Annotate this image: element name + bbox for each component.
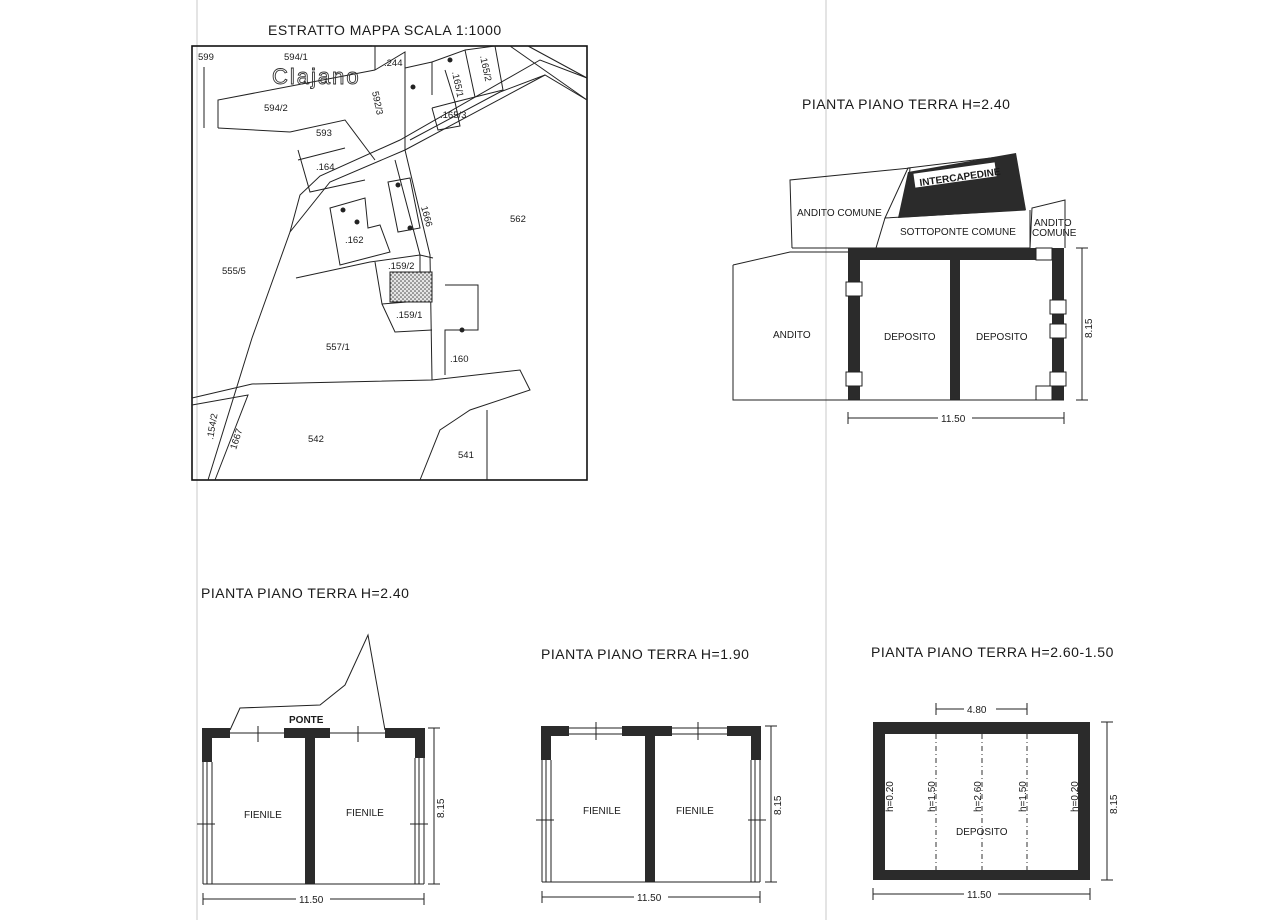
plan-top-openings: [845, 247, 1067, 401]
parcel-594-1: 594/1: [284, 52, 308, 63]
parcel-boundaries: [191, 45, 588, 481]
room-andito-comune-right-2: COMUNE: [1032, 228, 1077, 239]
plan-top-title: PIANTA PIANO TERRA H=2.40: [802, 96, 1010, 112]
height-h1: h=0.20: [885, 781, 896, 812]
parcel-159-1: .159/1: [396, 310, 422, 321]
plan-bm-wall-w: [541, 726, 551, 760]
parcel-562: 562: [510, 214, 526, 225]
parcel-162: .162: [345, 235, 364, 246]
parcel-555-5: 555/5: [222, 266, 246, 277]
plan-br-wall-s: [873, 870, 1090, 880]
cadastral-map: ESTRATTO MAPPA SCALA 1:1000: [191, 22, 588, 481]
parcel-154-2: .154/2: [205, 413, 220, 441]
room-deposito-2: DEPOSITO: [976, 332, 1028, 343]
plan-bm-dim-lines: [541, 725, 777, 903]
plan-bm-title: PIANTA PIANO TERRA H=1.90: [541, 646, 749, 662]
parcel-541: 541: [458, 450, 474, 461]
room-sottoponte-comune: SOTTOPONTE COMUNE: [900, 227, 1016, 238]
plan-bottom-middle: PIANTA PIANO TERRA H=1.90 FIENILE FIENIL…: [536, 646, 784, 904]
plan-bl-wall-nw: [202, 728, 230, 738]
parcel-244: .244: [384, 58, 403, 69]
plan-bm-wall-mid: [645, 736, 655, 882]
dim-bg: [296, 893, 330, 905]
plan-bm-wall-nm: [622, 726, 672, 736]
room-andito-comune-right-1: ANDITO: [1034, 218, 1072, 229]
room-andito-comune-left: ANDITO COMUNE: [797, 208, 882, 219]
parcel-165-1: .165/1: [449, 70, 465, 98]
parcel-542: 542: [308, 434, 324, 445]
room-deposito: DEPOSITO: [956, 827, 1008, 838]
plan-bl-wall-e: [415, 728, 425, 758]
room-ponte: PONTE: [289, 715, 324, 726]
plan-bl-wall-w: [202, 728, 212, 762]
dim-bg: [938, 412, 972, 424]
intercapedine-label-box: [913, 162, 997, 188]
plan-bl-dim-width: 11.50: [299, 895, 324, 906]
plan-bm-dim-depth: 8.15: [773, 795, 784, 815]
room-andito: ANDITO: [773, 330, 811, 341]
plan-top-dim-width: 11.50: [941, 414, 966, 425]
plan-bl-title: PIANTA PIANO TERRA H=2.40: [201, 585, 409, 601]
room-fienile-2: FIENILE: [346, 808, 384, 819]
dim-bg: [964, 888, 998, 900]
room-fienile-1: FIENILE: [583, 806, 621, 817]
parcel-160: .160: [450, 354, 469, 365]
plan-bm-wall-e: [751, 726, 761, 760]
plan-top-wall-mid: [950, 260, 960, 400]
parcel-599: 599: [198, 52, 214, 63]
height-h3: h=2.60: [973, 781, 984, 812]
plan-br-slope-lines: [935, 734, 1028, 870]
parcel-159-2: .159/2: [388, 261, 414, 272]
plan-bl-wall-ne: [385, 728, 425, 738]
plan-bm-wall-nw: [541, 726, 569, 736]
room-fienile-2: FIENILE: [676, 806, 714, 817]
plan-bottom-left: PIANTA PIANO TERRA H=2.40 PONTE FIENILE …: [197, 585, 447, 906]
plan-top-wall-north: [848, 248, 1060, 260]
plan-bl-wall-mid: [305, 738, 315, 884]
parcel-1666: 1666: [418, 205, 434, 228]
parcel-557-1: 557/1: [326, 342, 350, 353]
plan-br-wall-e: [1078, 722, 1090, 880]
plan-bm-outline: [536, 722, 766, 883]
height-h2: h=1.50: [927, 781, 938, 812]
room-deposito-1: DEPOSITO: [884, 332, 936, 343]
room-fienile-1: FIENILE: [244, 810, 282, 821]
parcel-165-2: .165/2: [477, 54, 493, 82]
parcel-1667: 1667: [228, 427, 245, 451]
plan-bl-dim-lines: [202, 727, 440, 905]
ponte-outline: [229, 633, 386, 731]
height-h4: h=1.50: [1018, 781, 1029, 812]
plan-bottom-right: PIANTA PIANO TERRA H=2.60-1.50 h=0.20 h=…: [871, 644, 1120, 901]
plan-bm-dim-width: 11.50: [637, 893, 662, 904]
dim-bg: [634, 891, 668, 903]
parcel-164: .164: [316, 162, 335, 173]
plan-top-right: PIANTA PIANO TERRA H=2.40: [732, 96, 1095, 425]
parcel-594-2: 594/2: [264, 103, 288, 114]
plan-br-dim-depth: 8.15: [1109, 794, 1120, 814]
cadastral-title: ESTRATTO MAPPA SCALA 1:1000: [268, 22, 502, 38]
plan-bm-wall-ne: [727, 726, 761, 736]
plan-bl-wall-nm: [284, 728, 330, 738]
height-h5: h=0.20: [1070, 781, 1081, 812]
plan-bl-dim-depth: 8.15: [436, 798, 447, 818]
plan-br-wall-n: [873, 722, 1090, 734]
parcel-165-3: .165/3: [440, 110, 466, 121]
plan-br-dim-inner: 4.80: [967, 705, 987, 716]
plan-br-dim-width: 11.50: [967, 890, 992, 901]
plan-br-wall-w: [873, 722, 885, 880]
plan-br-title: PIANTA PIANO TERRA H=2.60-1.50: [871, 644, 1114, 660]
parcel-592-3: 592/3: [369, 90, 385, 116]
parcel-593: 593: [316, 128, 332, 139]
locality-label: Clajano: [272, 64, 361, 89]
plan-bl-outline: [197, 726, 428, 885]
plan-top-dim-depth: 8.15: [1084, 318, 1095, 338]
dim-bg: [964, 703, 996, 715]
